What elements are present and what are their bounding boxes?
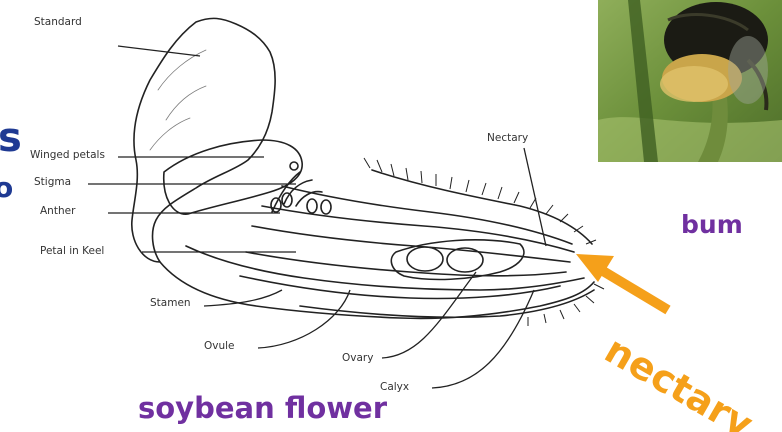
- slide: Standard Winged petals Stigma Anther Pet…: [0, 0, 782, 432]
